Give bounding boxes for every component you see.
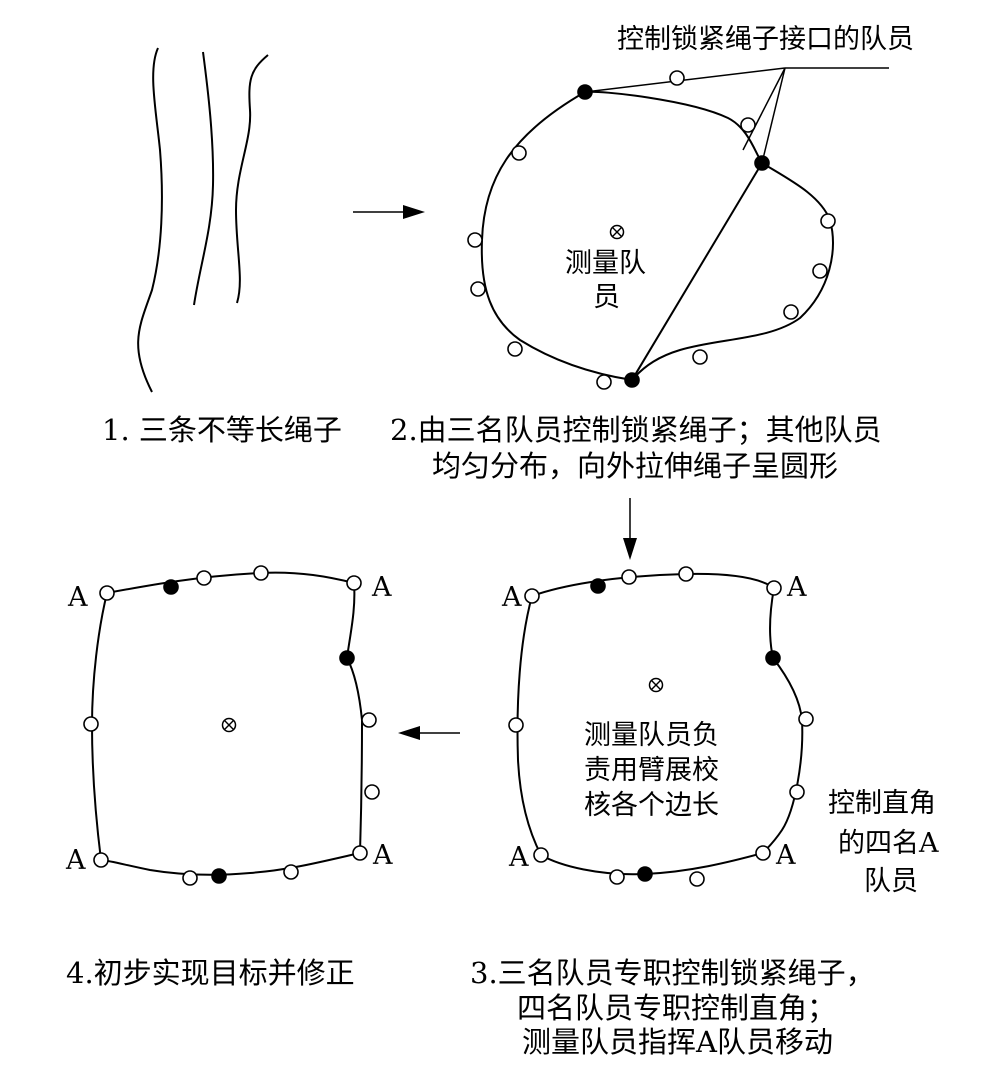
step3-side-label-line2: 的四名A <box>838 828 939 859</box>
team-member-marker <box>621 569 637 585</box>
measuring-member-marker <box>609 224 625 240</box>
a-member-marker <box>755 845 771 861</box>
step3-center-label-line1: 测量队员负 <box>584 720 719 751</box>
joint-member-marker <box>577 84 593 100</box>
team-member-marker <box>83 716 99 732</box>
team-member-marker <box>364 784 380 800</box>
step2-rope-chord <box>631 162 763 381</box>
step3-center-label-line3: 核各个边长 <box>584 790 719 821</box>
step3-side-label-line1: 控制直角 <box>828 788 936 819</box>
team-member-marker <box>596 374 612 390</box>
team-member-marker <box>467 232 483 248</box>
team-member-marker <box>253 565 269 581</box>
a-member-marker <box>766 580 782 596</box>
joint-member-marker <box>211 868 227 884</box>
a-member-marker <box>524 588 540 604</box>
step4-corner-mark-tl: A <box>67 582 88 613</box>
step3-figure <box>508 566 814 887</box>
rope-3 <box>234 54 269 304</box>
step1-caption: 1. 三条不等长绳子 <box>102 413 342 447</box>
a-member-marker <box>99 585 115 601</box>
joint-member-marker <box>624 372 640 388</box>
step4-corner-mark-tr: A <box>371 572 392 603</box>
step3-caption-line1: 3.三名队员专职控制锁紧绳子， <box>470 956 875 990</box>
callout-label: 控制锁紧绳子接口的队员 <box>617 24 914 55</box>
team-member-marker <box>783 304 799 320</box>
rope-1 <box>137 47 163 393</box>
callout-pointers <box>584 67 889 164</box>
team-member-marker <box>196 570 212 586</box>
team-member-marker <box>507 341 523 357</box>
team-member-marker <box>678 566 694 582</box>
rope-2 <box>193 51 215 306</box>
step2-center-label-line2: 员 <box>593 282 620 313</box>
a-member-marker <box>352 845 368 861</box>
step3-corner-mark-tr: A <box>786 572 807 603</box>
team-member-marker <box>820 213 836 229</box>
team-member-marker <box>470 281 486 297</box>
team-member-marker <box>511 145 527 161</box>
team-member-marker <box>789 784 805 800</box>
step3-corner-mark-bl: A <box>508 842 529 873</box>
step3-caption-line2: 四名队员专职控制直角； <box>517 991 836 1025</box>
joint-member-marker <box>637 866 653 882</box>
step3-rope-loop <box>516 572 804 876</box>
team-member-marker <box>689 871 705 887</box>
measuring-member-marker <box>648 677 664 693</box>
step2-center-label-line1: 测量队 <box>565 248 646 279</box>
arrow-down <box>623 498 637 560</box>
step3-caption-line3: 测量队员指挥A队员移动 <box>522 1025 833 1059</box>
joint-member-marker <box>163 579 179 595</box>
step4-corner-mark-bl: A <box>65 845 86 876</box>
team-member-marker <box>609 869 625 885</box>
team-member-marker <box>669 70 685 86</box>
team-member-marker <box>740 117 756 133</box>
step2-figure <box>467 67 889 390</box>
step2-caption-line1: 2.由三名队员控制锁紧绳子；其他队员 <box>390 413 882 447</box>
step3-side-label-line3: 队员 <box>864 866 918 897</box>
a-member-marker <box>346 575 362 591</box>
arrow-right <box>353 205 425 219</box>
step2-rope-loop <box>480 90 834 382</box>
team-member-marker <box>182 870 198 886</box>
team-member-marker <box>798 711 814 727</box>
a-member-marker <box>533 847 549 863</box>
team-member-marker <box>692 349 708 365</box>
step4-figure <box>83 565 380 886</box>
step3-corner-mark-tl: A <box>501 582 522 613</box>
joint-member-marker <box>590 578 606 594</box>
step2-caption-line2: 均匀分布，向外拉伸绳子呈圆形 <box>432 449 838 483</box>
a-member-marker <box>93 852 109 868</box>
measuring-member-marker <box>221 717 237 733</box>
team-member-marker <box>361 712 377 728</box>
team-member-marker <box>283 864 299 880</box>
step4-caption: 4.初步实现目标并修正 <box>66 956 355 990</box>
joint-member-marker <box>339 650 355 666</box>
team-member-marker <box>812 263 828 279</box>
step3-corner-mark-br: A <box>775 840 796 871</box>
joint-member-marker <box>754 155 770 171</box>
step3-center-label-line2: 责用臂展校 <box>584 755 719 786</box>
arrow-left <box>398 726 460 740</box>
step1-ropes <box>137 47 269 393</box>
joint-member-marker <box>765 650 781 666</box>
step4-corner-mark-br: A <box>372 840 393 871</box>
team-member-marker <box>508 717 524 733</box>
